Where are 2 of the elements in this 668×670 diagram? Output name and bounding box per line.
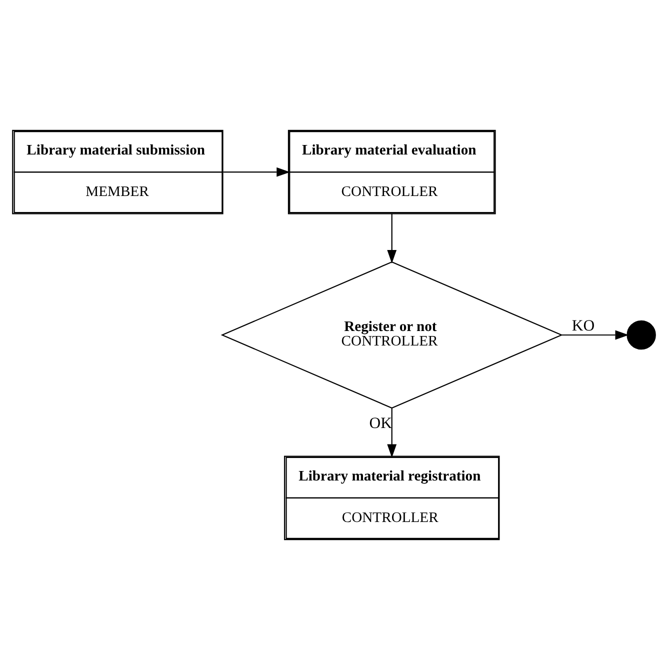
edge-label: KO [572, 318, 595, 335]
edge-label: OK [369, 414, 392, 432]
